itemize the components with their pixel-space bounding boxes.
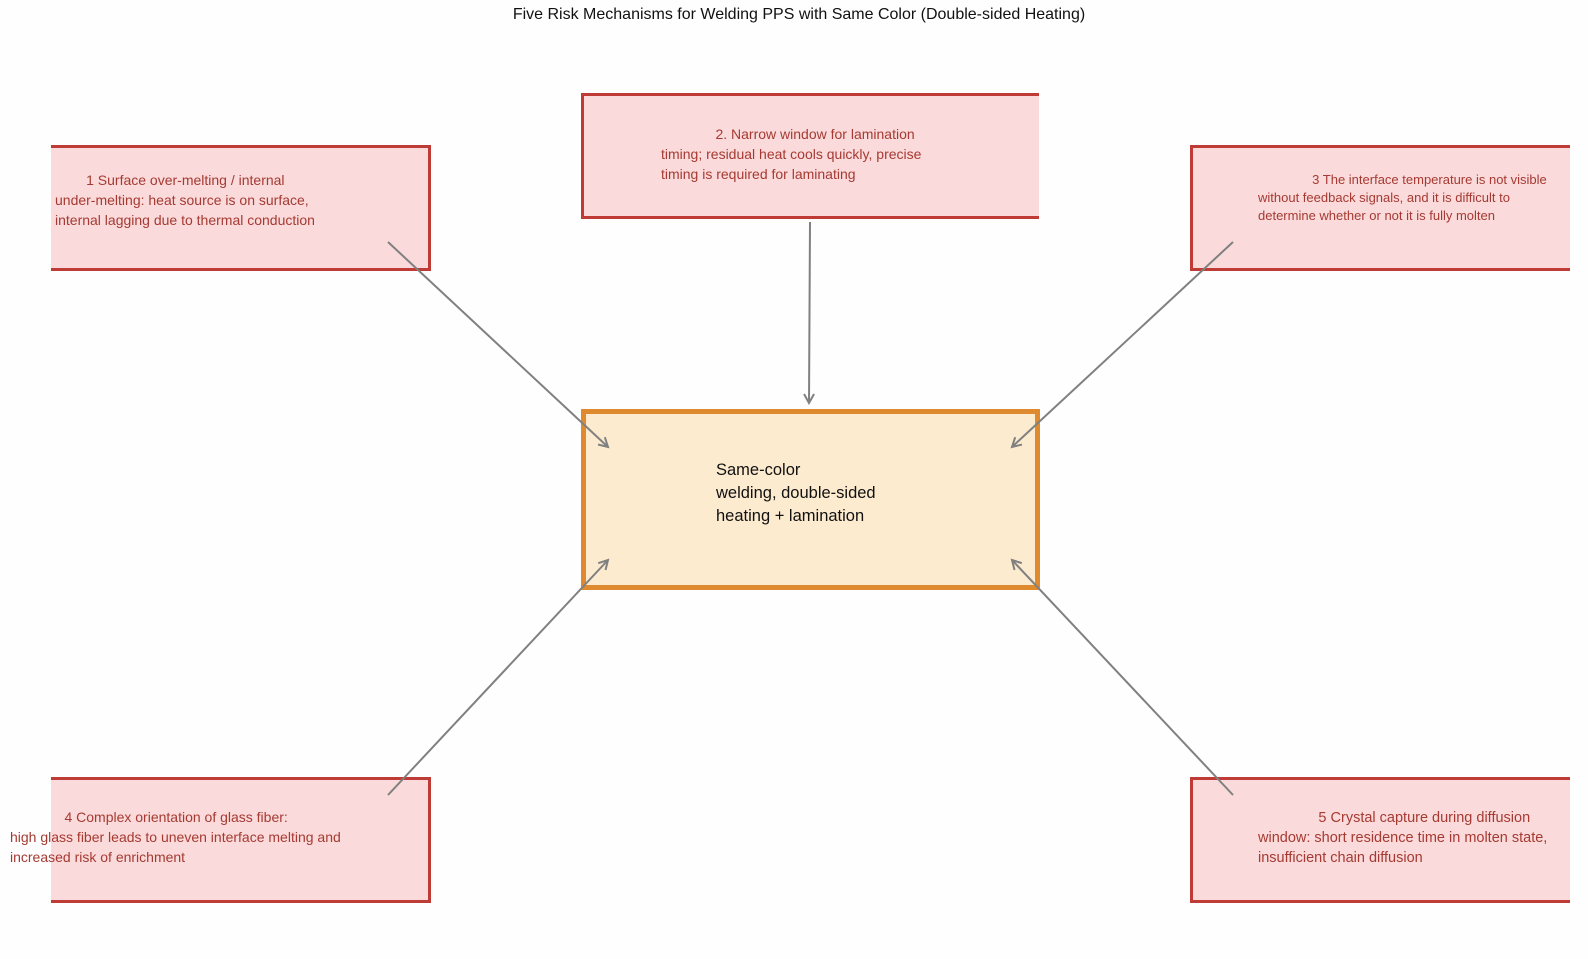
risk-box-1-text: 1 Surface over-melting / internal under-… — [55, 172, 315, 228]
risk-box-5: 5 Crystal capture during diffusion windo… — [1190, 777, 1570, 903]
center-node-text: Same-color welding, double-sided heating… — [716, 461, 876, 525]
diagram-title: Five Risk Mechanisms for Welding PPS wit… — [512, 6, 1086, 23]
arrow-risk-2-to-center — [809, 221, 810, 403]
risk-box-4: 4 Complex orientation of glass fiber: hi… — [10, 777, 431, 903]
risk-box-3-text: 3 The interface temperature is not visib… — [1258, 172, 1547, 223]
arrow-risk-5-to-center — [1012, 560, 1234, 796]
risk-box-3: 3 The interface temperature is not visib… — [1190, 145, 1570, 271]
center-node: Same-color welding, double-sided heating… — [581, 409, 1040, 590]
arrow-risk-1-to-center — [387, 241, 608, 447]
risk-box-1: 1 Surface over-melting / internal under-… — [51, 145, 431, 271]
risk-box-4-text: 4 Complex orientation of glass fiber: hi… — [10, 809, 341, 865]
risk-box-2-text: 2. Narrow window for lamination timing; … — [661, 126, 922, 182]
arrow-risk-4-to-center — [387, 560, 608, 796]
arrow-risk-3-to-center — [1012, 241, 1234, 447]
risk-box-2: 2. Narrow window for lamination timing; … — [581, 93, 1039, 219]
risk-box-5-text: 5 Crystal capture during diffusion windo… — [1258, 810, 1548, 866]
